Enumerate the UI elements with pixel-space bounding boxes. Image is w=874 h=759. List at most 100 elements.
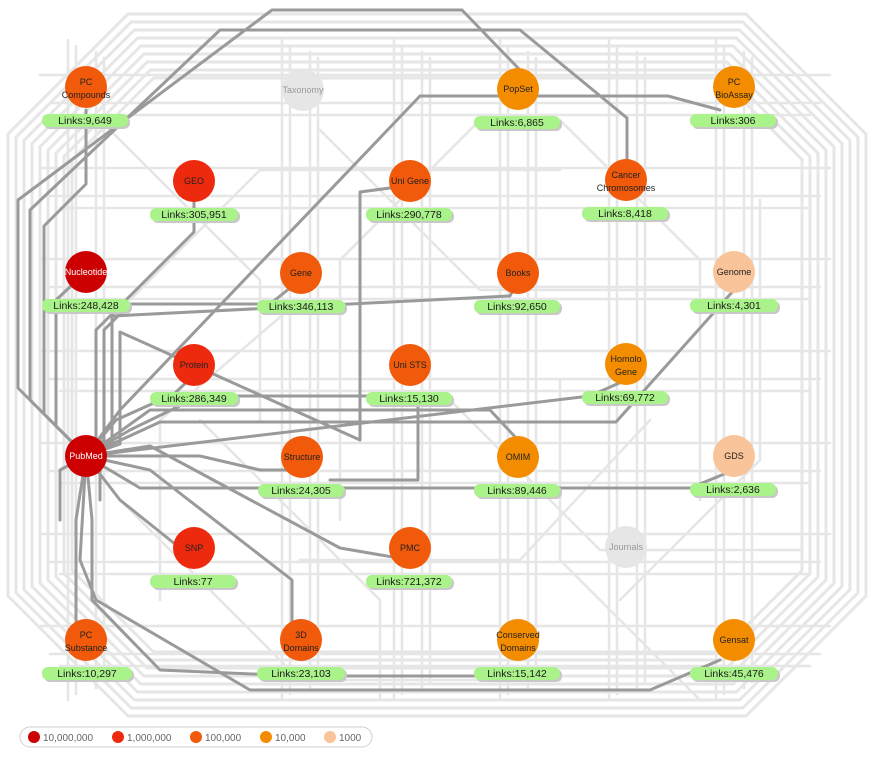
node-pc-bioassay-circle[interactable] bbox=[713, 66, 755, 108]
node-cancer-chromosomes-circle[interactable] bbox=[605, 159, 647, 201]
legend-label: 100,000 bbox=[205, 733, 242, 744]
node-structure-circle[interactable] bbox=[281, 436, 323, 478]
links-badge bbox=[42, 667, 132, 680]
node-pubmed-circle[interactable] bbox=[65, 435, 107, 477]
legend-swatch bbox=[324, 731, 336, 743]
links-badge bbox=[366, 208, 452, 221]
node-gensat-circle[interactable] bbox=[713, 619, 755, 661]
node-unists-circle[interactable] bbox=[389, 344, 431, 386]
node-label: Nucleotide bbox=[65, 267, 108, 277]
node-unigene-circle[interactable] bbox=[389, 160, 431, 202]
pubmed-connection-line bbox=[78, 454, 722, 692]
mesh-diagonal bbox=[338, 118, 482, 522]
node-label: Compounds bbox=[62, 90, 111, 100]
node-geo[interactable]: GEO Links:305,951 bbox=[150, 160, 240, 223]
links-count: Links:45,476 bbox=[704, 668, 764, 680]
node-label: GEO bbox=[184, 176, 204, 186]
links-badge bbox=[366, 392, 452, 405]
links-badge bbox=[257, 300, 345, 313]
links-badge bbox=[366, 575, 452, 588]
node-label: Substance bbox=[65, 643, 108, 653]
node-omim-circle[interactable] bbox=[497, 436, 539, 478]
node-label: Uni STS bbox=[393, 360, 427, 370]
links-badge bbox=[690, 483, 776, 496]
links-count: Links:23,103 bbox=[271, 668, 331, 680]
node-label: Homolo bbox=[610, 354, 641, 364]
node-label: PMC bbox=[400, 543, 421, 553]
mesh-diagonal bbox=[318, 128, 702, 292]
legend-swatch bbox=[190, 731, 202, 743]
legend-label: 1,000,000 bbox=[127, 733, 172, 744]
node-pmc-circle[interactable] bbox=[389, 527, 431, 569]
node-nucleotide-circle[interactable] bbox=[65, 251, 107, 293]
node-gene-circle[interactable] bbox=[280, 252, 322, 294]
node-conserved-domains-circle[interactable] bbox=[497, 619, 539, 661]
node-popset-circle[interactable] bbox=[497, 68, 539, 110]
links-badge bbox=[150, 575, 236, 588]
node-label: Journals bbox=[609, 542, 644, 552]
links-badge bbox=[474, 484, 560, 497]
legend-label: 10,000,000 bbox=[43, 733, 93, 744]
links-badge bbox=[690, 299, 778, 312]
links-count: Links:305,951 bbox=[161, 209, 227, 221]
node-label: PopSet bbox=[503, 84, 533, 94]
node-books-circle[interactable] bbox=[497, 252, 539, 294]
links-count: Links:290,778 bbox=[376, 209, 442, 221]
node-protein-circle[interactable] bbox=[173, 344, 215, 386]
links-count: Links:286,349 bbox=[161, 393, 227, 405]
node-label: PC bbox=[80, 77, 93, 87]
node-gds-circle[interactable] bbox=[713, 435, 755, 477]
mesh-octagon bbox=[6, 12, 868, 718]
node-label: Domains bbox=[283, 643, 319, 653]
node-snp-circle[interactable] bbox=[173, 527, 215, 569]
links-badge bbox=[690, 114, 776, 127]
node-pubmed[interactable]: PubMed bbox=[65, 435, 107, 477]
node-pc-substance-circle[interactable] bbox=[65, 619, 107, 661]
node-unists[interactable]: Uni STS Links:15,130 bbox=[366, 344, 454, 407]
legend-swatch bbox=[260, 731, 272, 743]
links-count: Links:2,636 bbox=[706, 484, 760, 496]
links-count: Links:15,130 bbox=[379, 393, 439, 405]
links-count: Links:24,305 bbox=[271, 485, 331, 497]
node-journals[interactable]: Journals bbox=[605, 526, 647, 568]
mesh-octagon bbox=[22, 28, 852, 702]
pubmed-connection-line bbox=[84, 288, 736, 458]
node-taxonomy[interactable]: Taxonomy bbox=[282, 69, 324, 111]
node-genome-circle[interactable] bbox=[713, 251, 755, 293]
mesh-diagonal bbox=[558, 378, 702, 702]
node-taxonomy-circle[interactable] bbox=[282, 69, 324, 111]
links-badge bbox=[474, 116, 560, 129]
node-homologene-circle[interactable] bbox=[605, 343, 647, 385]
node-3d-domains-circle[interactable] bbox=[280, 619, 322, 661]
node-label: Protein bbox=[180, 360, 209, 370]
links-count: Links:8,418 bbox=[598, 208, 652, 220]
node-journals-circle[interactable] bbox=[605, 526, 647, 568]
pubmed-connection-line bbox=[84, 394, 420, 482]
legend-swatch bbox=[112, 731, 124, 743]
mesh-diagonal bbox=[298, 418, 652, 562]
node-label: BioAssay bbox=[715, 90, 753, 100]
node-pc-compounds-circle[interactable] bbox=[65, 66, 107, 108]
node-geo-circle[interactable] bbox=[173, 160, 215, 202]
